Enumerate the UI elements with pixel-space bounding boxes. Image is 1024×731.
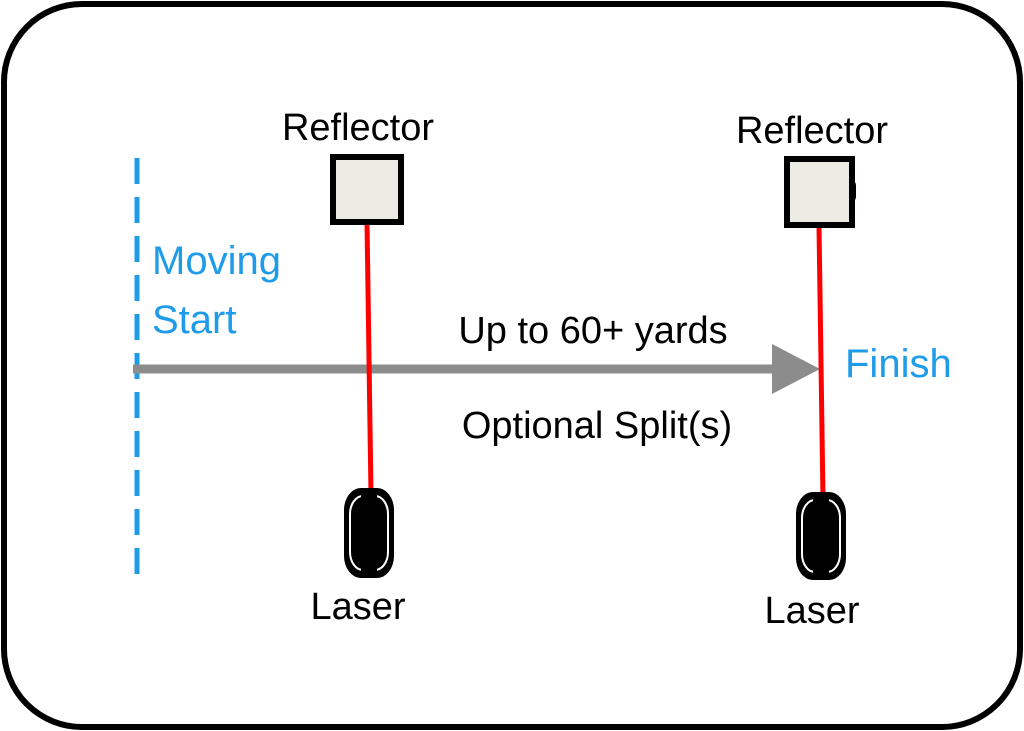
- reflector-finish: [784, 156, 855, 228]
- finish-label: Finish: [845, 342, 952, 386]
- laser-beam-finish: [816, 225, 826, 501]
- laser-finish: [796, 492, 846, 580]
- distance-label: Up to 60+ yards: [458, 310, 727, 352]
- laser-beam-split: [364, 221, 374, 496]
- reflector-finish-label: Reflector: [736, 110, 888, 152]
- laser-finish-label: Laser: [764, 590, 859, 632]
- splits-label: Optional Split(s): [462, 405, 732, 447]
- laser-split-label: Laser: [310, 586, 405, 628]
- moving-start-label-line2: Start: [152, 298, 236, 342]
- reflector-split-label: Reflector: [282, 107, 434, 149]
- moving-start-label-line1: Moving: [152, 239, 281, 283]
- reflector-split: [330, 154, 404, 225]
- distance-arrowhead: [772, 344, 820, 394]
- laser-split: [344, 488, 394, 578]
